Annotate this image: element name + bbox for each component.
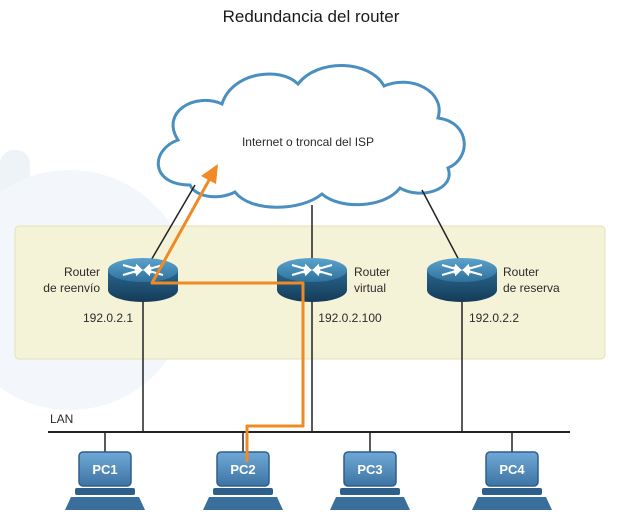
wan-link-standby	[421, 189, 461, 263]
pc-4-label: PC4	[499, 462, 525, 477]
wan-link-forwarding	[149, 184, 196, 263]
router-forwarding-ip: 192.0.2.1	[83, 311, 133, 325]
pc-icon	[65, 451, 145, 510]
cloud-label: Internet o troncal del ISP	[242, 135, 374, 149]
router-virtual-line1: Router	[354, 265, 390, 279]
router-virtual: Router virtual 192.0.2.100	[277, 258, 390, 325]
router-icon	[277, 258, 347, 302]
router-standby-ip: 192.0.2.2	[469, 311, 519, 325]
router-icon	[427, 258, 497, 302]
pc-4: PC4	[472, 451, 552, 510]
traffic-path-arrowhead	[201, 164, 218, 184]
router-forwarding-line2: de reenvío	[43, 281, 100, 295]
router-virtual-ip: 192.0.2.100	[318, 311, 382, 325]
router-icon	[108, 258, 178, 302]
pc-icon	[203, 451, 283, 510]
cloud-icon	[156, 64, 466, 209]
lan-drops	[142, 300, 463, 432]
pc-icon	[330, 451, 410, 510]
traffic-path-line	[150, 172, 305, 462]
router-standby-line2: de reserva	[503, 281, 560, 295]
router-standby-line1: Router	[503, 265, 539, 279]
router-forwarding: Router de reenvío 192.0.2.1	[43, 258, 178, 325]
wan-links	[149, 184, 461, 263]
pc-1-label: PC1	[92, 462, 117, 477]
traffic-path	[150, 164, 305, 462]
pc-3-label: PC3	[357, 462, 382, 477]
pc-2-label: PC2	[230, 462, 255, 477]
pc-drops	[104, 432, 513, 452]
pc-1: PC1	[65, 451, 145, 510]
pc-icon	[472, 451, 552, 510]
router-standby: Router de reserva 192.0.2.2	[427, 258, 560, 325]
pc-2: PC2	[203, 451, 283, 510]
router-virtual-line2: virtual	[354, 281, 386, 295]
lan-label: LAN	[50, 412, 73, 426]
router-forwarding-line1: Router	[64, 265, 100, 279]
pc-3: PC3	[330, 451, 410, 510]
diagram-title: Redundancia del router	[223, 7, 400, 26]
